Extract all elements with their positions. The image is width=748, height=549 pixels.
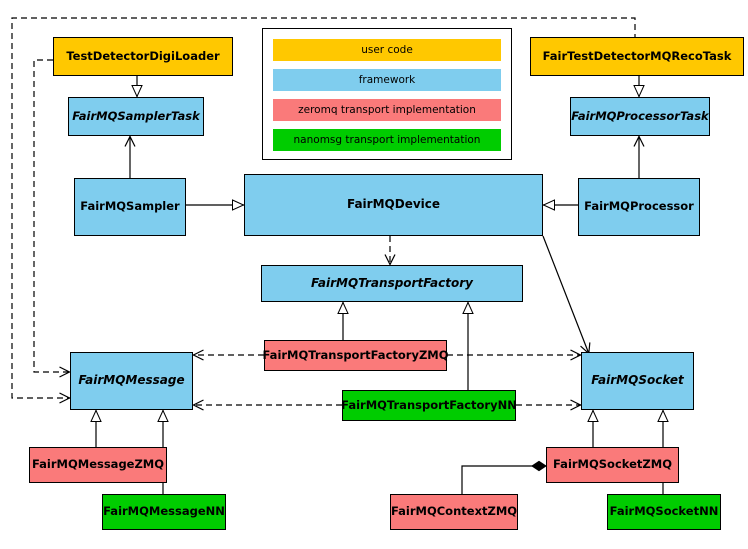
node-fairmqsocketzmq[interactable]: FairMQSocketZMQ [546, 447, 679, 483]
node-fairmqsampler[interactable]: FairMQSampler [74, 178, 186, 236]
edge-digiloader-message [33, 59, 70, 372]
node-testdetectordigiloader[interactable]: TestDetectorDigiLoader [53, 37, 233, 76]
edge-contextzmq-socketzmq [461, 460, 547, 494]
node-fairmqmessagenn[interactable]: FairMQMessageNN [102, 494, 226, 530]
edge-device-socket [542, 235, 589, 354]
node-fairmqtransportfactorynn[interactable]: FairMQTransportFactoryNN [341, 390, 517, 421]
node-fairmqcontextzmq[interactable]: FairMQContextZMQ [390, 494, 518, 530]
node-fairmqdevice[interactable]: FairMQDevice [244, 174, 543, 236]
node-fairtestdetectormqrecotask[interactable]: FairTestDetectorMQRecoTask [530, 37, 744, 76]
node-fairmqprocessor[interactable]: FairMQProcessor [578, 178, 700, 236]
legend-item-zeromq: zeromq transport implementation [273, 99, 501, 121]
node-fairmqmessage[interactable]: FairMQMessage [70, 352, 193, 410]
legend-item-framework: framework [273, 69, 501, 91]
node-fairmqmessagezmq[interactable]: FairMQMessageZMQ [29, 447, 167, 483]
legend-item-nanomsg: nanomsg transport implementation [273, 129, 501, 151]
legend-item-user-code: user code [273, 39, 501, 61]
node-fairmqtransportfactoryzmq[interactable]: FairMQTransportFactoryZMQ [263, 340, 449, 371]
node-fairmqprocessortask[interactable]: FairMQProcessorTask [570, 97, 710, 136]
node-fairmqsocket[interactable]: FairMQSocket [581, 352, 694, 410]
node-fairmqsocketnn[interactable]: FairMQSocketNN [607, 494, 721, 530]
node-fairmqsamplertask[interactable]: FairMQSamplerTask [68, 97, 204, 136]
node-fairmqtransportfactory[interactable]: FairMQTransportFactory [261, 265, 523, 302]
legend-panel: user code framework zeromq transport imp… [262, 28, 512, 160]
